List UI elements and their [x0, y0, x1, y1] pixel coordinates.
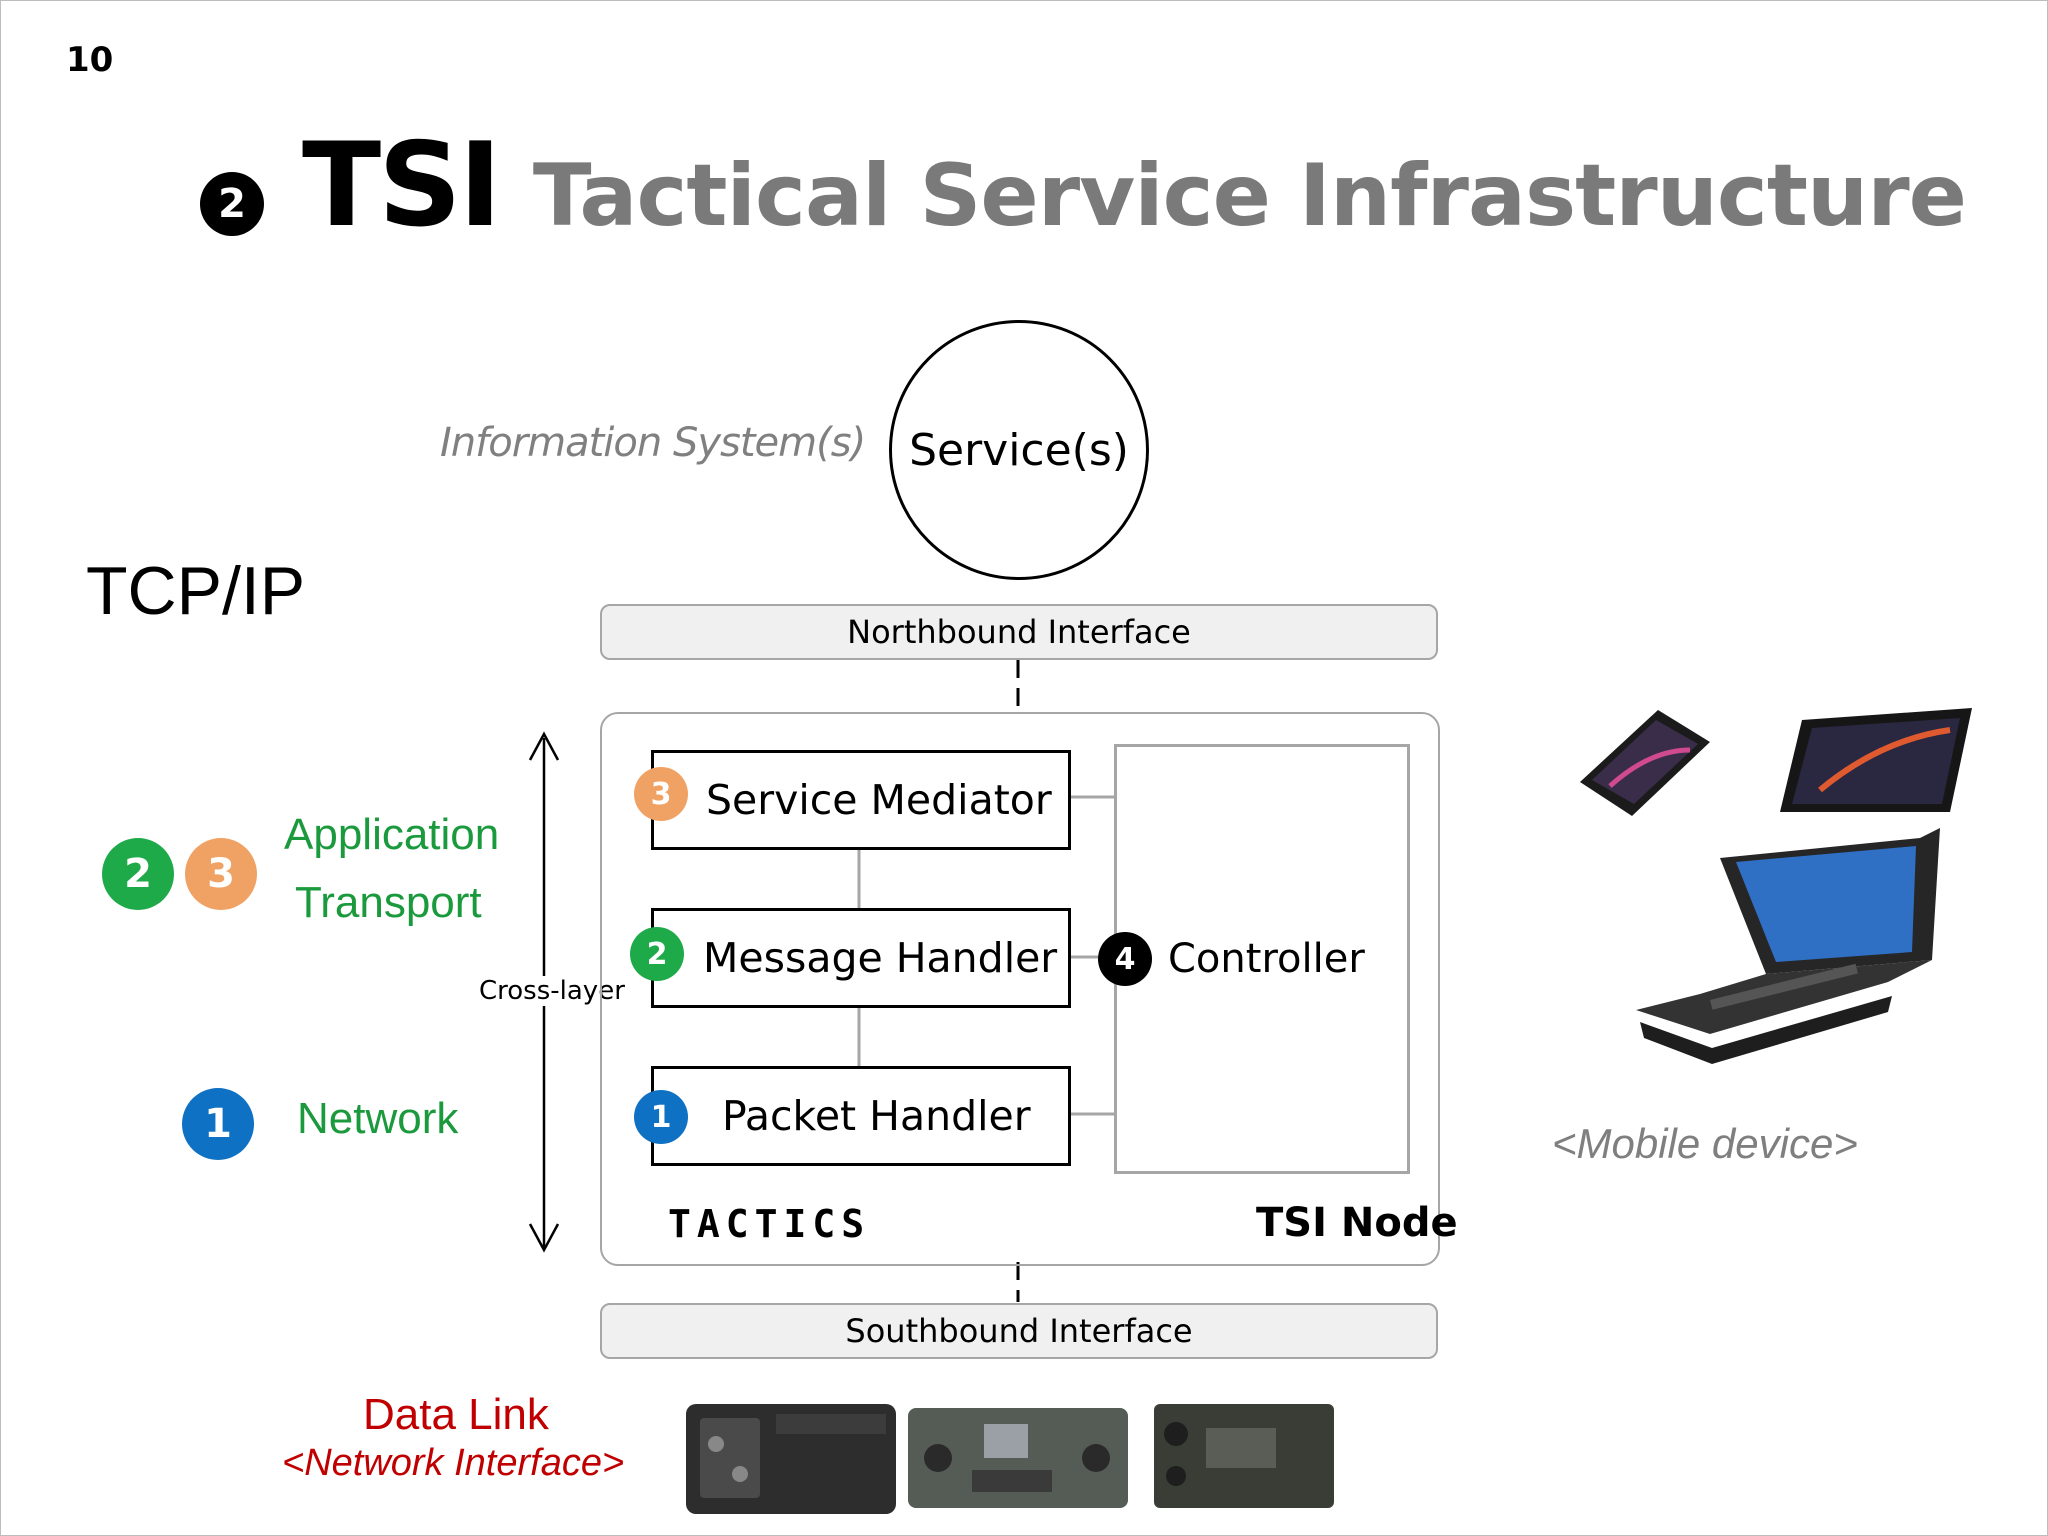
mobile-device-label: <Mobile device>: [1552, 1120, 1858, 1167]
tactics-logo: TACTICS: [668, 1202, 871, 1246]
application-badge-2: 2: [102, 838, 174, 910]
cross-layer-arrow-down: [528, 1223, 560, 1253]
packet-handler-badge: 1: [634, 1090, 688, 1144]
southbound-interface-label: Southbound Interface: [845, 1312, 1193, 1350]
application-badge-3: 3: [185, 838, 257, 910]
layer-transport: Transport: [295, 878, 482, 927]
tsi-node-box: [600, 712, 1440, 1266]
controller: 4 Controller: [1098, 932, 1365, 986]
controller-label: Controller: [1168, 936, 1365, 982]
smartphone-icon: [1580, 710, 1710, 816]
manpack-radio-icon: [686, 1404, 896, 1514]
northbound-interface-label: Northbound Interface: [847, 613, 1191, 651]
handheld-radio-icon: [1154, 1404, 1334, 1508]
message-handler-badge: 2: [630, 927, 684, 981]
service-mediator-badge: 3: [634, 767, 688, 821]
radio-devices-image: [686, 1404, 1334, 1514]
southbound-interface: Southbound Interface: [600, 1303, 1438, 1359]
network-badge-1: 1: [182, 1088, 254, 1160]
network-interface-label: <Network Interface>: [282, 1442, 625, 1484]
service-mediator-label: Service Mediator: [706, 776, 1052, 824]
services-label: Service(s): [909, 424, 1129, 476]
controller-badge: 4: [1098, 932, 1152, 986]
layer-application: Application: [284, 810, 500, 859]
northbound-interface: Northbound Interface: [600, 604, 1438, 660]
data-link-label: Data Link: [363, 1390, 549, 1439]
packet-handler-label: Packet Handler: [722, 1092, 1031, 1140]
information-systems-label: Information System(s): [440, 420, 866, 466]
message-handler-label: Message Handler: [703, 934, 1058, 982]
rugged-laptop-icon: [1636, 828, 1940, 1064]
tablet-icon: [1780, 708, 1972, 812]
page-number: 10: [66, 40, 114, 80]
layer-network: Network: [297, 1094, 459, 1143]
vehicle-radio-icon: [908, 1408, 1128, 1508]
title-subtitle: Tactical Service Infrastructure: [532, 146, 1967, 246]
message-handler-box: Message Handler: [651, 908, 1071, 1008]
packet-handler-box: Packet Handler: [651, 1066, 1071, 1166]
tsi-node-label: TSI Node: [1256, 1200, 1458, 1246]
services-circle: Service(s): [889, 320, 1149, 580]
slide-title: 2 TSI Tactical Service Infrastructure: [200, 118, 1967, 253]
title-number-badge: 2: [200, 172, 264, 236]
tcpip-label: TCP/IP: [86, 553, 306, 629]
title-acronym: TSI: [302, 118, 502, 253]
mobile-devices-image: [1580, 708, 1972, 1064]
service-mediator-box: Service Mediator: [651, 750, 1071, 850]
cross-layer-arrow-up: [528, 731, 560, 761]
